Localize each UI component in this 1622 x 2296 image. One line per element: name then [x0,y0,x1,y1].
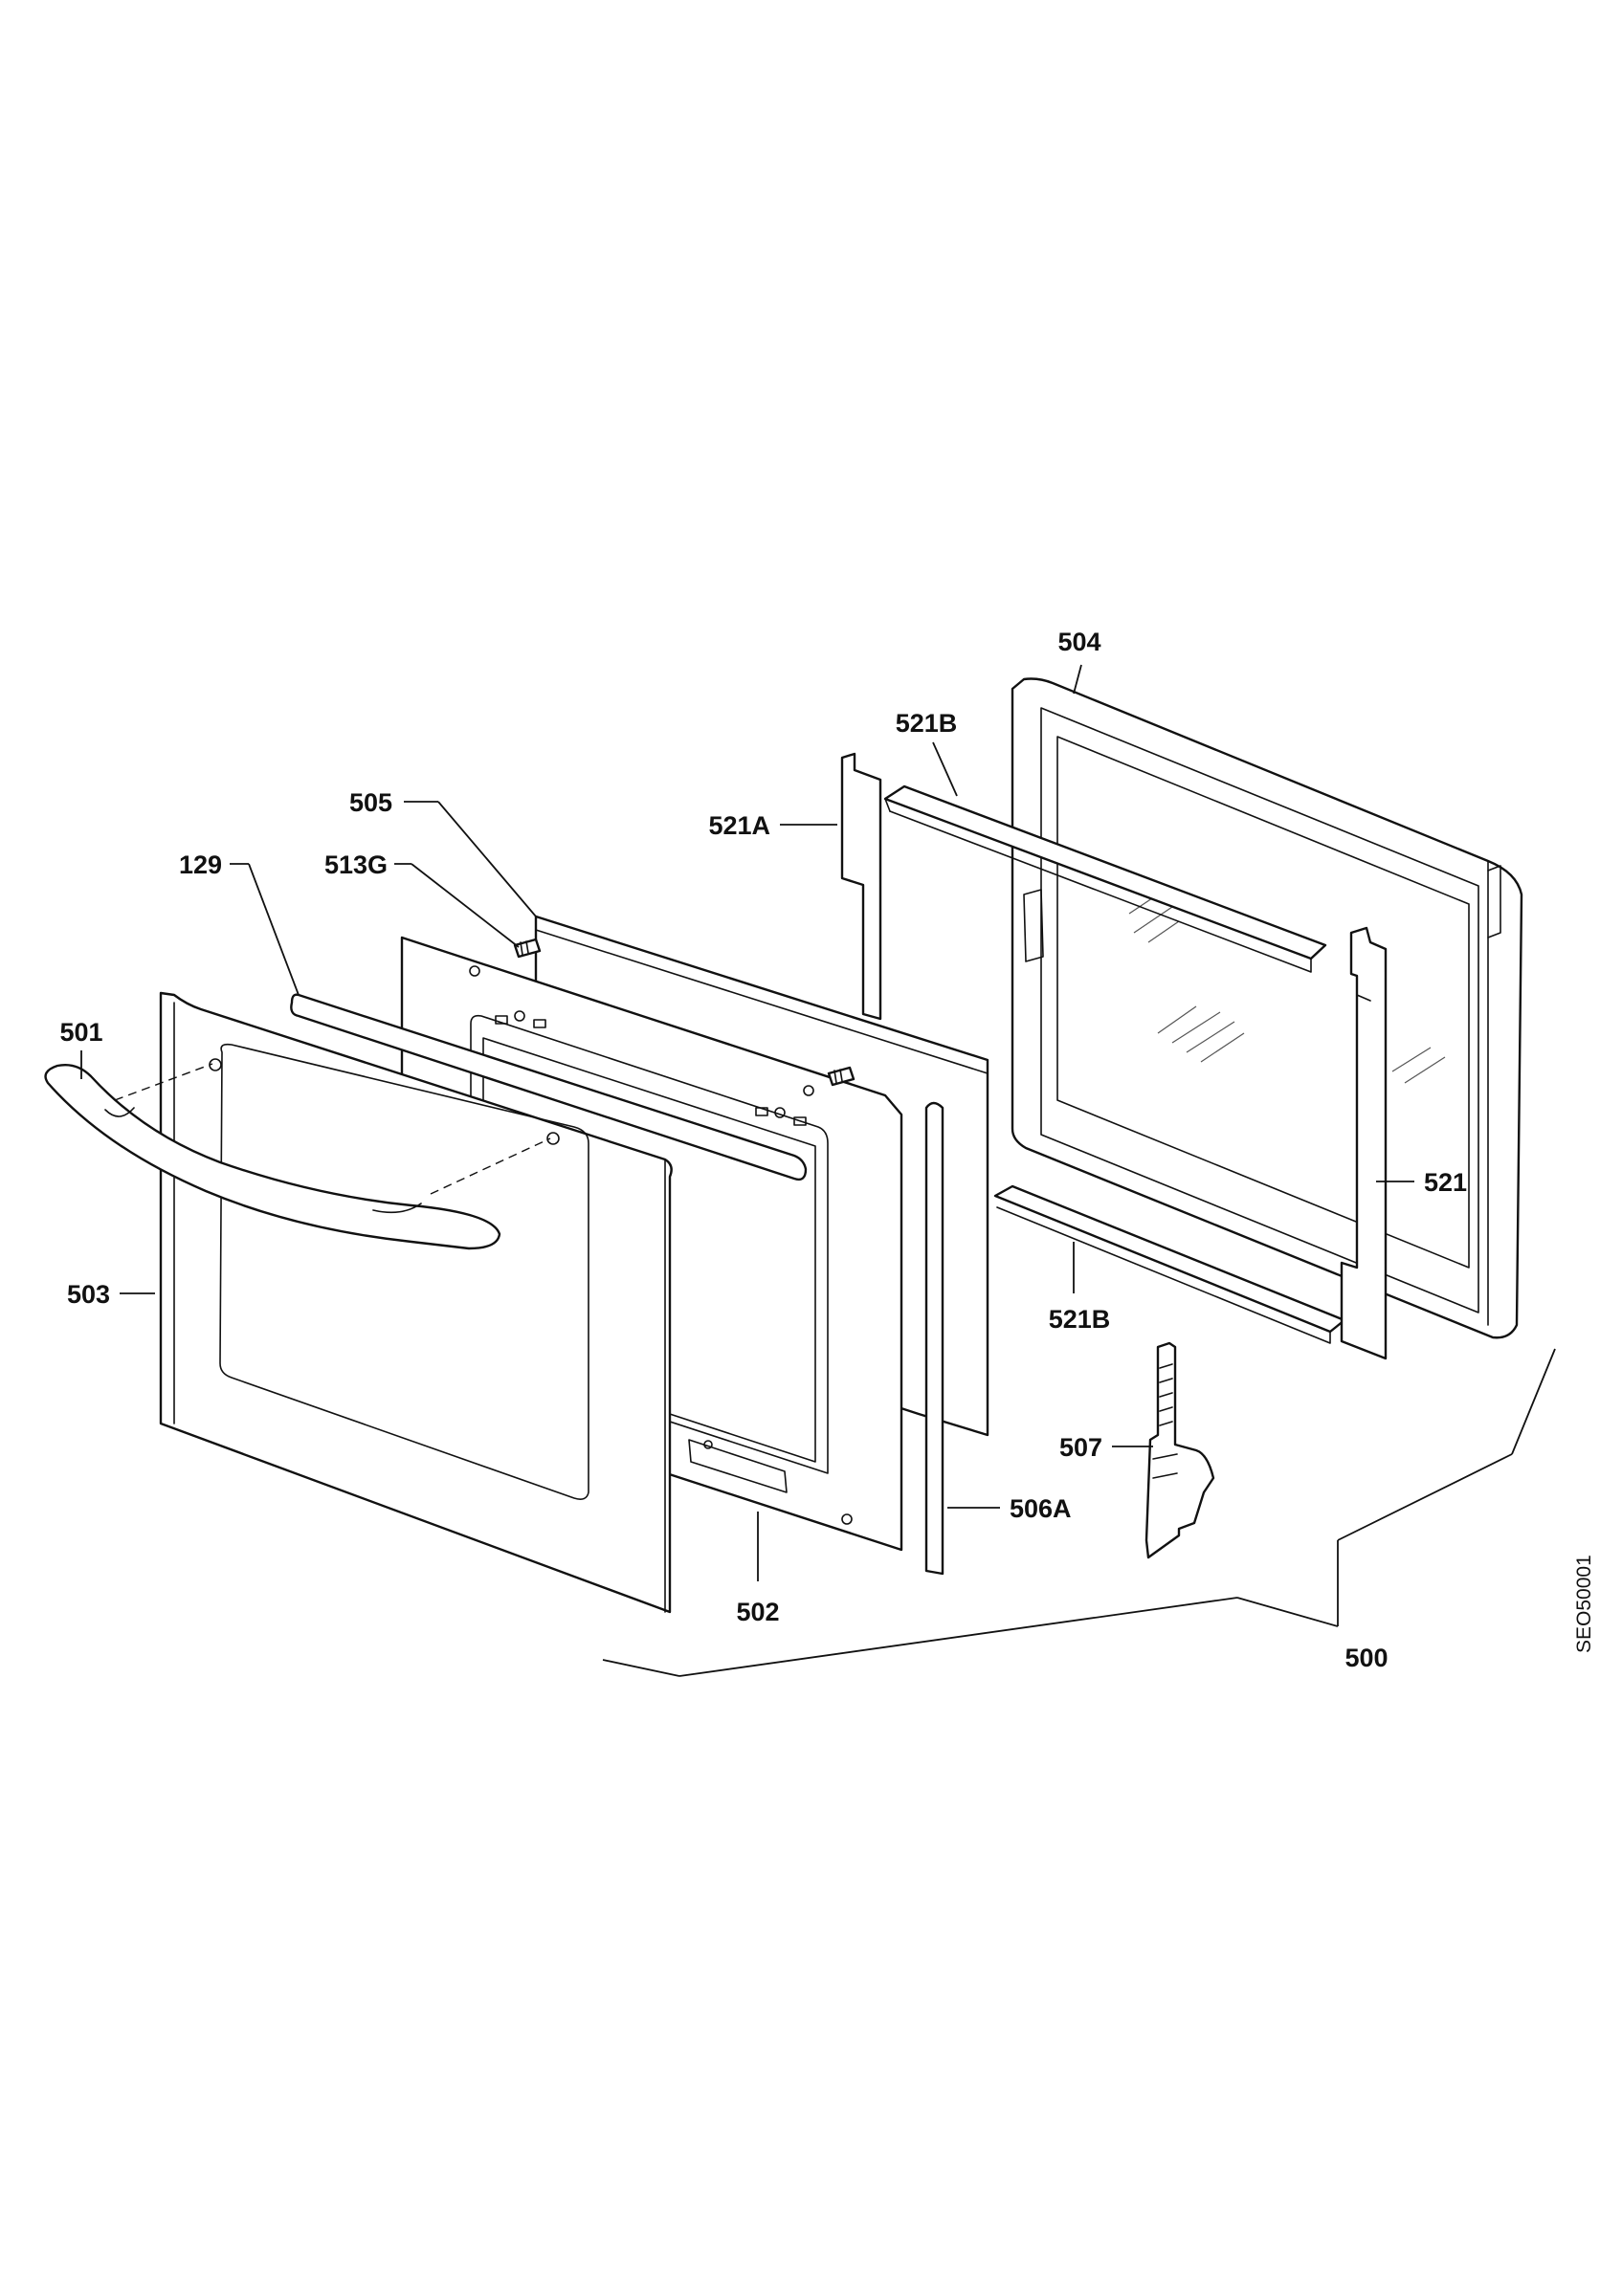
label-521B-bottom: 521B [1049,1305,1111,1334]
callout-labels: 504 521B 505 521A 129 513G 501 521 503 5… [59,628,1467,1672]
label-501: 501 [59,1018,102,1047]
part-521A-left-bracket [840,752,882,1021]
part-506A-side-strip [924,1101,944,1576]
part-521B-top-rail [883,784,1327,973]
label-506A: 506A [1010,1494,1072,1523]
label-129: 129 [179,850,222,879]
label-500: 500 [1344,1644,1388,1672]
part-501-handle [44,1063,551,1250]
label-505: 505 [349,788,392,817]
label-521B-top: 521B [896,709,958,738]
leader-lines [80,664,1556,1677]
label-513G: 513G [324,850,388,879]
label-507: 507 [1059,1433,1102,1462]
label-521A: 521A [708,811,770,840]
part-507-hinge [1144,1341,1215,1559]
glass-reflection-hatch [1128,894,1446,1084]
drawing-code: SEO50001 [1573,1555,1595,1653]
label-502: 502 [736,1598,779,1626]
part-513G-screws [513,938,855,1087]
part-503-outer-door [159,991,673,1614]
part-521-right-bracket [1340,926,1388,1360]
label-521: 521 [1424,1168,1467,1197]
label-503: 503 [67,1280,110,1309]
part-129-gasket [290,993,808,1181]
part-504-rear-frame [1011,677,1523,1339]
label-504: 504 [1057,628,1100,656]
